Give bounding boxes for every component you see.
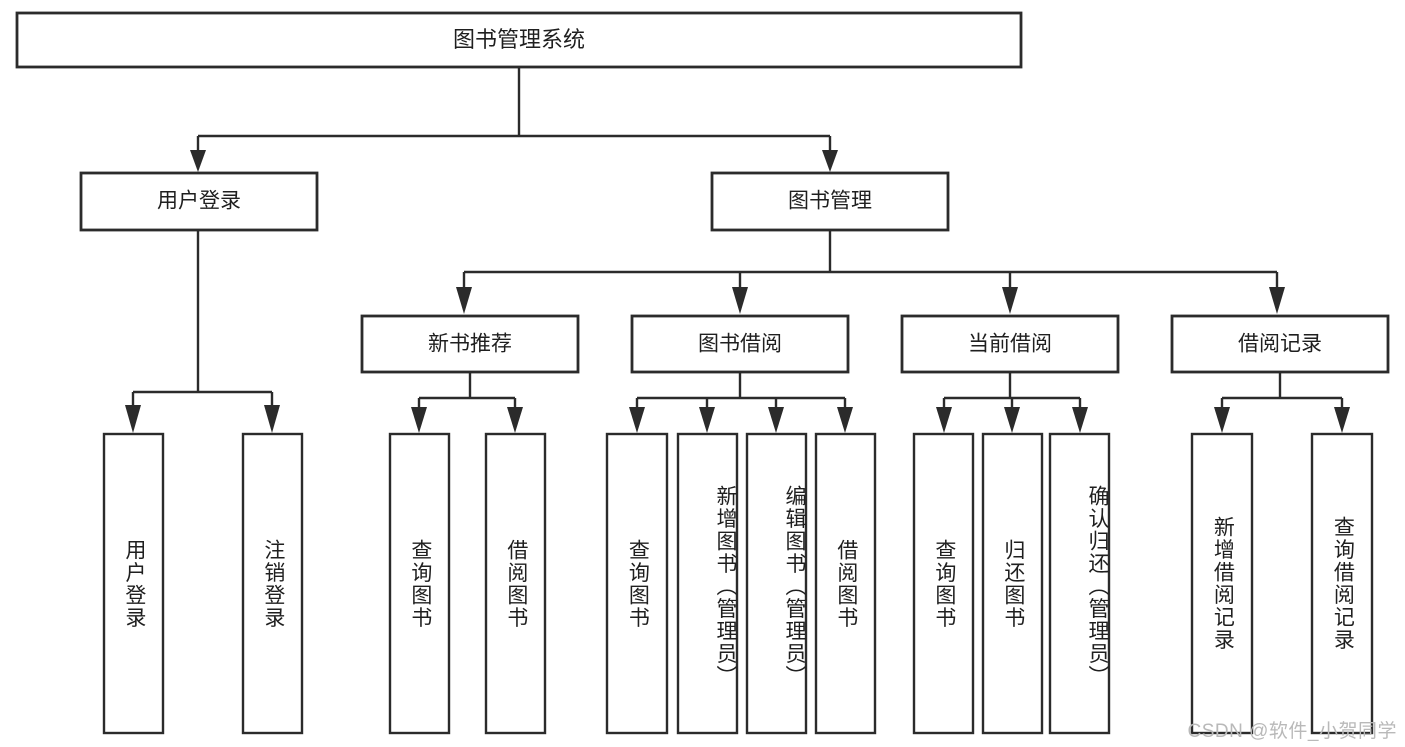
node-user-login-label: 用户登录	[157, 190, 241, 213]
arrow-head-leaf-nbr-borrow	[507, 407, 523, 433]
arrow-head-leaf-br-add	[1214, 407, 1230, 433]
arrow-head-leaf-logout	[264, 405, 280, 433]
leaf-bb-query[interactable]	[605, 432, 669, 735]
leaf-cb-return[interactable]	[981, 432, 1044, 735]
arrow-head-book-borrow	[732, 287, 748, 314]
node-book-borrow-label: 图书借阅	[698, 333, 782, 356]
arrow-head-leaf-bb-edit	[768, 407, 784, 433]
connector-group-book-manage	[456, 230, 1285, 314]
leaf-cb-confirm[interactable]	[1048, 432, 1111, 735]
node-new-book-rec[interactable]	[360, 314, 580, 374]
node-root-label: 图书管理系统	[453, 27, 585, 52]
node-book-manage-label: 图书管理	[788, 190, 872, 213]
node-current-borrow-label: 当前借阅	[968, 333, 1052, 356]
node-book-borrow[interactable]	[630, 314, 850, 374]
node-book-manage[interactable]	[710, 171, 950, 232]
arrow-head-leaf-nbr-query	[411, 407, 427, 433]
arrow-head-leaf-br-query	[1334, 407, 1350, 433]
leaf-user-login[interactable]	[102, 432, 165, 735]
leaf-bb-borrow[interactable]	[814, 432, 877, 735]
leaf-logout[interactable]	[241, 432, 304, 735]
arrow-head-current-borrow	[1002, 287, 1018, 314]
arrow-head-leaf-cb-return	[1004, 407, 1020, 433]
arrow-head-leaf-cb-query	[936, 407, 952, 433]
arrow-head-leaf-bb-query	[629, 407, 645, 433]
connector-group-new-book-rec	[411, 372, 523, 433]
connector-group-borrow-record	[1214, 372, 1350, 433]
leaf-nbr-borrow[interactable]	[484, 432, 547, 735]
leaf-br-add[interactable]	[1190, 432, 1254, 735]
csdn-watermark: CSDN @软件_小贺同学	[1187, 721, 1397, 742]
arrow-head-borrow-record	[1269, 287, 1285, 314]
leaf-bb-add[interactable]	[676, 432, 739, 735]
node-new-book-rec-label: 新书推荐	[428, 333, 512, 356]
node-user-login[interactable]	[79, 171, 319, 232]
arrow-head-leaf-user-login	[125, 405, 141, 433]
node-current-borrow[interactable]	[900, 314, 1120, 374]
arrow-head-book-manage	[822, 150, 838, 172]
leaf-nbr-query[interactable]	[388, 432, 451, 735]
node-borrow-record-label: 借阅记录	[1238, 333, 1322, 356]
node-borrow-record[interactable]	[1170, 314, 1390, 374]
arrow-head-user-login	[190, 150, 206, 172]
leaf-br-query[interactable]	[1310, 432, 1374, 735]
node-root[interactable]	[15, 11, 1023, 69]
leaf-bb-edit[interactable]	[745, 432, 808, 735]
connector-group-root	[190, 67, 838, 172]
leaf-cb-query[interactable]	[912, 432, 975, 735]
connector-group-user-login	[125, 230, 280, 433]
arrow-head-leaf-bb-add	[699, 407, 715, 433]
connector-group-book-borrow	[629, 372, 853, 433]
arrow-head-new-book-rec	[456, 287, 472, 314]
connector-group-current-borrow	[936, 372, 1088, 433]
arrow-head-leaf-bb-borrow	[837, 407, 853, 433]
arrow-head-leaf-cb-confirm	[1072, 407, 1088, 433]
